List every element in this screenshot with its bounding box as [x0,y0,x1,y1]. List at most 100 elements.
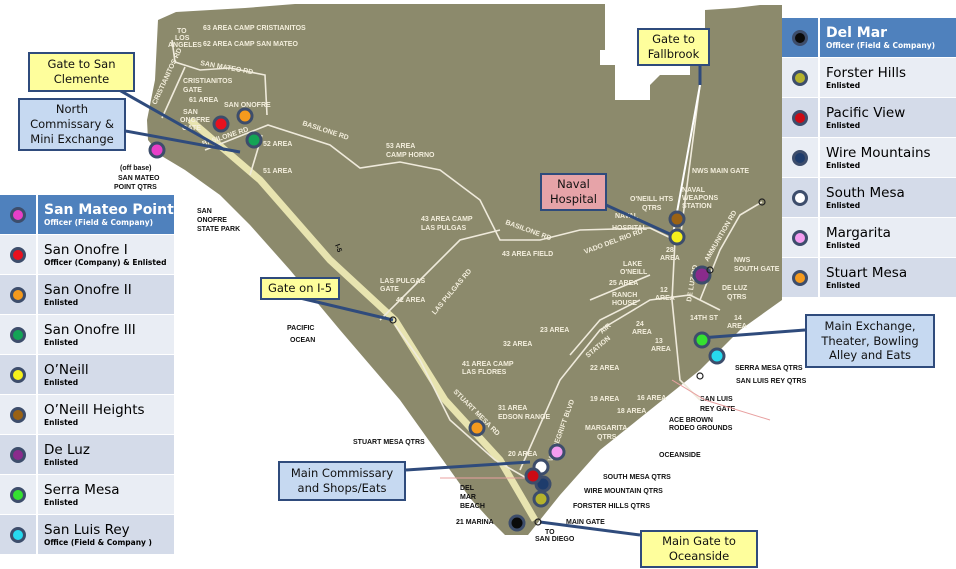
legend-name: San Onofre III [44,321,136,338]
interstate-5 [187,117,539,522]
marker-san-luis-rey[interactable] [708,347,726,365]
legend-dot-cell [0,195,38,234]
legend-name: Del Mar [826,24,888,41]
callout-pointers [104,60,806,537]
legend-dot-cell [782,18,820,57]
map-label: LAS PULGAS [421,225,466,232]
legend-sub: Enlisted [44,457,79,467]
map-label: 43 AREA FIELD [502,251,553,258]
marker-san-onofre-1[interactable] [212,115,230,133]
legend-name: Stuart Mesa [826,264,908,281]
marker-stuart-mesa[interactable] [468,419,486,437]
map-label: GATE [182,125,201,132]
marker-de-luz[interactable] [692,265,712,285]
map-label: OCEAN [290,337,315,344]
marker-san-mateo-point[interactable] [148,141,166,159]
map-label: 20 AREA [508,451,537,458]
map-label: 14TH ST [690,315,719,322]
housing-dot-icon [10,526,26,543]
marker-oneill-heights[interactable] [668,210,686,228]
legend-name: San Onofre II [44,281,132,298]
legend-sub: Officer (Company) & Enlisted [44,257,167,267]
map-label: O'NEILL HTS [630,196,673,203]
map-label: 61 AREA [189,97,218,104]
map-label: LOS [175,35,190,42]
map-label: 13 [655,338,663,345]
map-label: (off base) [120,165,152,172]
map-label: QTRS [727,294,747,301]
marker-del-mar[interactable] [508,514,526,532]
marker-san-onofre-2[interactable] [236,107,254,125]
map-label: O'NEILL [620,269,648,276]
legend-dot-cell [0,395,38,434]
legend-sub: Enlisted [44,417,79,427]
housing-dot-icon [792,189,808,206]
legend-name: Forster Hills [826,64,907,81]
legend-dot-cell [0,315,38,354]
map-label: EDSON RANGE [498,414,550,421]
callout-gate-i5: Gate on I-5 [260,277,340,300]
housing-dot-icon [10,486,26,503]
map-label: 25 AREA [609,280,638,287]
legend-name: San Mateo Point [44,201,174,218]
map-label: 24 [636,321,644,328]
map-label: WEAPONS [682,195,719,202]
map-label: 18 AREA [617,408,646,415]
map-label: LAKE [623,261,642,268]
map-label: SAN [183,109,198,116]
legend-sub: Enlisted [826,160,861,170]
map-label: DEL [460,485,475,492]
callout-north-commissary: North Commissary & Mini Exchange [18,98,126,151]
map-label: RODEO GROUNDS [669,425,733,432]
roads [161,39,763,481]
callout-gate-fallbrook: Gate to Fallbrook [637,28,710,66]
map-label: PACIFIC [287,325,314,332]
callout-main-commissary: Main Commissary and Shops/Eats [278,461,406,501]
marker-forster-hills[interactable] [532,490,550,508]
housing-dot-icon [792,149,808,166]
legend-sub: Enlisted [826,80,861,90]
callout-main-exchange: Main Exchange, Theater, Bowling Alley an… [805,314,935,368]
map-label: TO [177,28,187,35]
marker-san-onofre-3[interactable] [245,131,263,149]
map-label: AREA [655,295,675,302]
marker-serra-mesa[interactable] [693,331,711,349]
housing-dot-icon [10,286,26,303]
legend-dot-cell [0,355,38,394]
map-label: CAMP HORNO [386,152,435,159]
legend-sub: Office (Field & Company ) [44,537,152,547]
marker-oneill[interactable] [668,228,686,246]
map-label: NAVAL [682,187,706,194]
map-label: MARGARITA [585,425,627,432]
legend-dot-cell [782,138,820,177]
legend-sub: Officer (Field & Company) [44,217,154,227]
legend-sub: Enlisted [44,297,79,307]
map-label: 52 AREA [263,141,292,148]
map-label: AREA [632,329,652,336]
legend-dot-cell [782,258,820,297]
map-label: NAVAL [615,213,639,220]
legend-name: O’Neill Heights [44,401,145,418]
marker-pacific-view[interactable] [524,467,542,485]
map-label: SAN LUIS [700,396,733,403]
housing-dot-icon [792,29,808,46]
housing-dot-icon [792,109,808,126]
marker-margarita[interactable] [548,443,566,461]
legend-dot-cell [0,475,38,514]
map-label: 28 [666,247,674,254]
